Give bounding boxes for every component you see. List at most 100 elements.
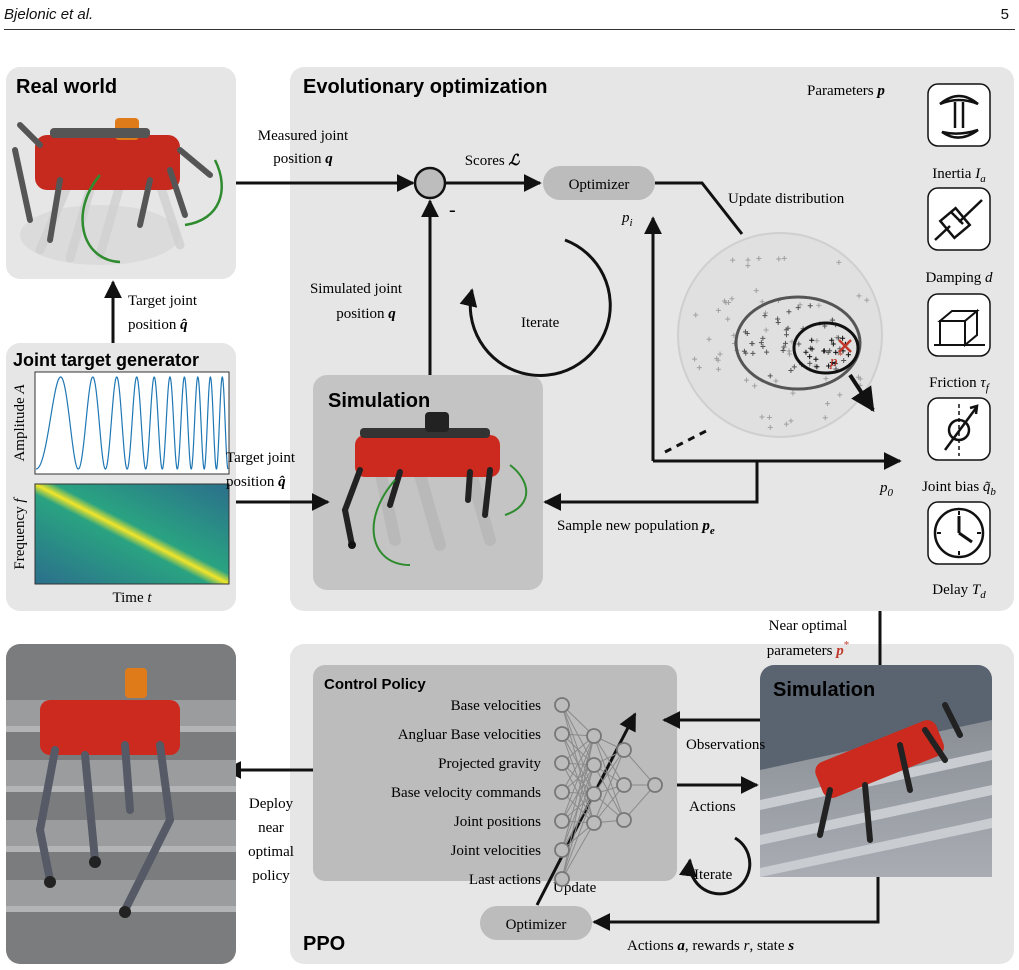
svg-text:policy: policy [252, 868, 290, 884]
sample-point [715, 357, 721, 363]
sample-point [803, 349, 809, 355]
svg-text:near: near [258, 820, 284, 836]
sample-point [763, 327, 769, 333]
network-neuron [647, 777, 663, 793]
optimizer-to-distribution-line [655, 181, 744, 235]
sample-point [696, 365, 702, 371]
parameter-damping: Damping d [925, 187, 993, 286]
scores-label: Scores ℒ [465, 153, 521, 169]
network-neuron [616, 742, 632, 758]
sample-point [743, 377, 749, 383]
control-policy-panel [313, 665, 677, 881]
sample-point [764, 349, 770, 355]
sample-point [760, 335, 766, 341]
sample-point [749, 340, 755, 346]
frequency-axis-label: Frequency f [12, 497, 28, 570]
svg-text:p*: p* [829, 351, 843, 370]
network-edge [561, 735, 595, 851]
network-neuron [554, 784, 570, 800]
sample-point [837, 392, 843, 398]
sample-point [796, 341, 802, 347]
policy-network [554, 697, 663, 887]
minus-sign: - [449, 199, 456, 221]
measured-label: Measured joint [258, 128, 349, 144]
network-edge [561, 735, 595, 822]
sample-point [767, 424, 773, 430]
sample-point [840, 335, 846, 341]
iterate-label: Iterate [521, 315, 560, 331]
sample-point [809, 337, 815, 343]
network-neuron [554, 842, 570, 858]
distribution-inner [792, 321, 860, 375]
sample-point [788, 418, 794, 424]
distribution-shift-arrow [848, 373, 875, 413]
joint-bias-icon [943, 404, 979, 456]
sample-point [756, 256, 762, 262]
svg-text:Friction τf: Friction τf [929, 375, 991, 394]
optimizer-label-bottom: Optimizer [506, 917, 567, 933]
sample-point [758, 340, 764, 346]
parameters-title: Parameters p [807, 83, 885, 99]
clock-icon [933, 507, 985, 559]
policy-input-label: Projected gravity [438, 756, 541, 772]
sample-point [780, 348, 786, 354]
sample-point [722, 298, 728, 304]
network-neuron [616, 812, 632, 828]
sample-point [741, 348, 747, 354]
sample-point [745, 263, 751, 269]
joint-target-generator-title: Joint target generator [13, 350, 199, 370]
sample-point [759, 414, 765, 420]
sample-point [786, 348, 792, 354]
sample-point [833, 349, 839, 355]
sample-point [835, 335, 841, 341]
deployed-robot-photo [6, 644, 236, 964]
network-neuron [554, 871, 570, 887]
policy-input-label: Last actions [469, 872, 541, 888]
running-header: Bjelonic et al. 5 [0, 0, 1019, 30]
network-edge [593, 749, 625, 795]
friction-block-icon [934, 308, 985, 348]
optimizer-box-bottom [480, 906, 592, 940]
network-neuron [586, 786, 602, 802]
time-axis-label: Time t [112, 590, 152, 606]
network-neuron [586, 757, 602, 773]
rewards-arrow [592, 877, 880, 931]
svg-text:optimal: optimal [248, 844, 294, 860]
sample-point [821, 348, 827, 354]
network-neuron [554, 697, 570, 713]
sample-point [717, 351, 723, 357]
amplitude-axis-label: Amplitude A [12, 384, 28, 462]
sample-point [763, 310, 769, 316]
distribution-mid [734, 295, 862, 391]
damper-icon [934, 199, 983, 241]
parameter-delay: Delay Td [927, 501, 991, 601]
network-edge [561, 793, 595, 880]
svg-text:Inertia Ia: Inertia Ia [932, 166, 986, 185]
target-label-bottom-2: position q̂ [226, 474, 286, 490]
iterate-loop-arrow [459, 238, 612, 377]
sample-label: Sample new population pe [557, 518, 715, 537]
sample-point [790, 390, 796, 396]
sample-point [830, 317, 836, 323]
sample-point [730, 257, 736, 263]
parameter-friction: Friction τf [927, 293, 991, 394]
target-label-bottom: Target joint [226, 450, 296, 466]
sim-robot-bottom [815, 702, 963, 843]
sample-point [835, 350, 841, 356]
control-policy-title: Control Policy [324, 676, 426, 693]
policy-input-label: Joint positions [454, 814, 541, 830]
ppo-title: PPO [303, 933, 345, 955]
sample-point [809, 346, 815, 352]
distribution-outer [677, 232, 883, 438]
sample-point [715, 307, 721, 313]
sample-point [742, 329, 748, 335]
rewards-label: Actions a, rewards r, state s [627, 938, 794, 954]
sample-point [830, 341, 836, 347]
sample-point [814, 338, 820, 344]
frequency-plot [34, 483, 230, 585]
sample-point [791, 364, 797, 370]
network-edge [561, 764, 595, 880]
network-edge [561, 735, 595, 793]
sample-point [785, 325, 791, 331]
sample-point [782, 340, 788, 346]
